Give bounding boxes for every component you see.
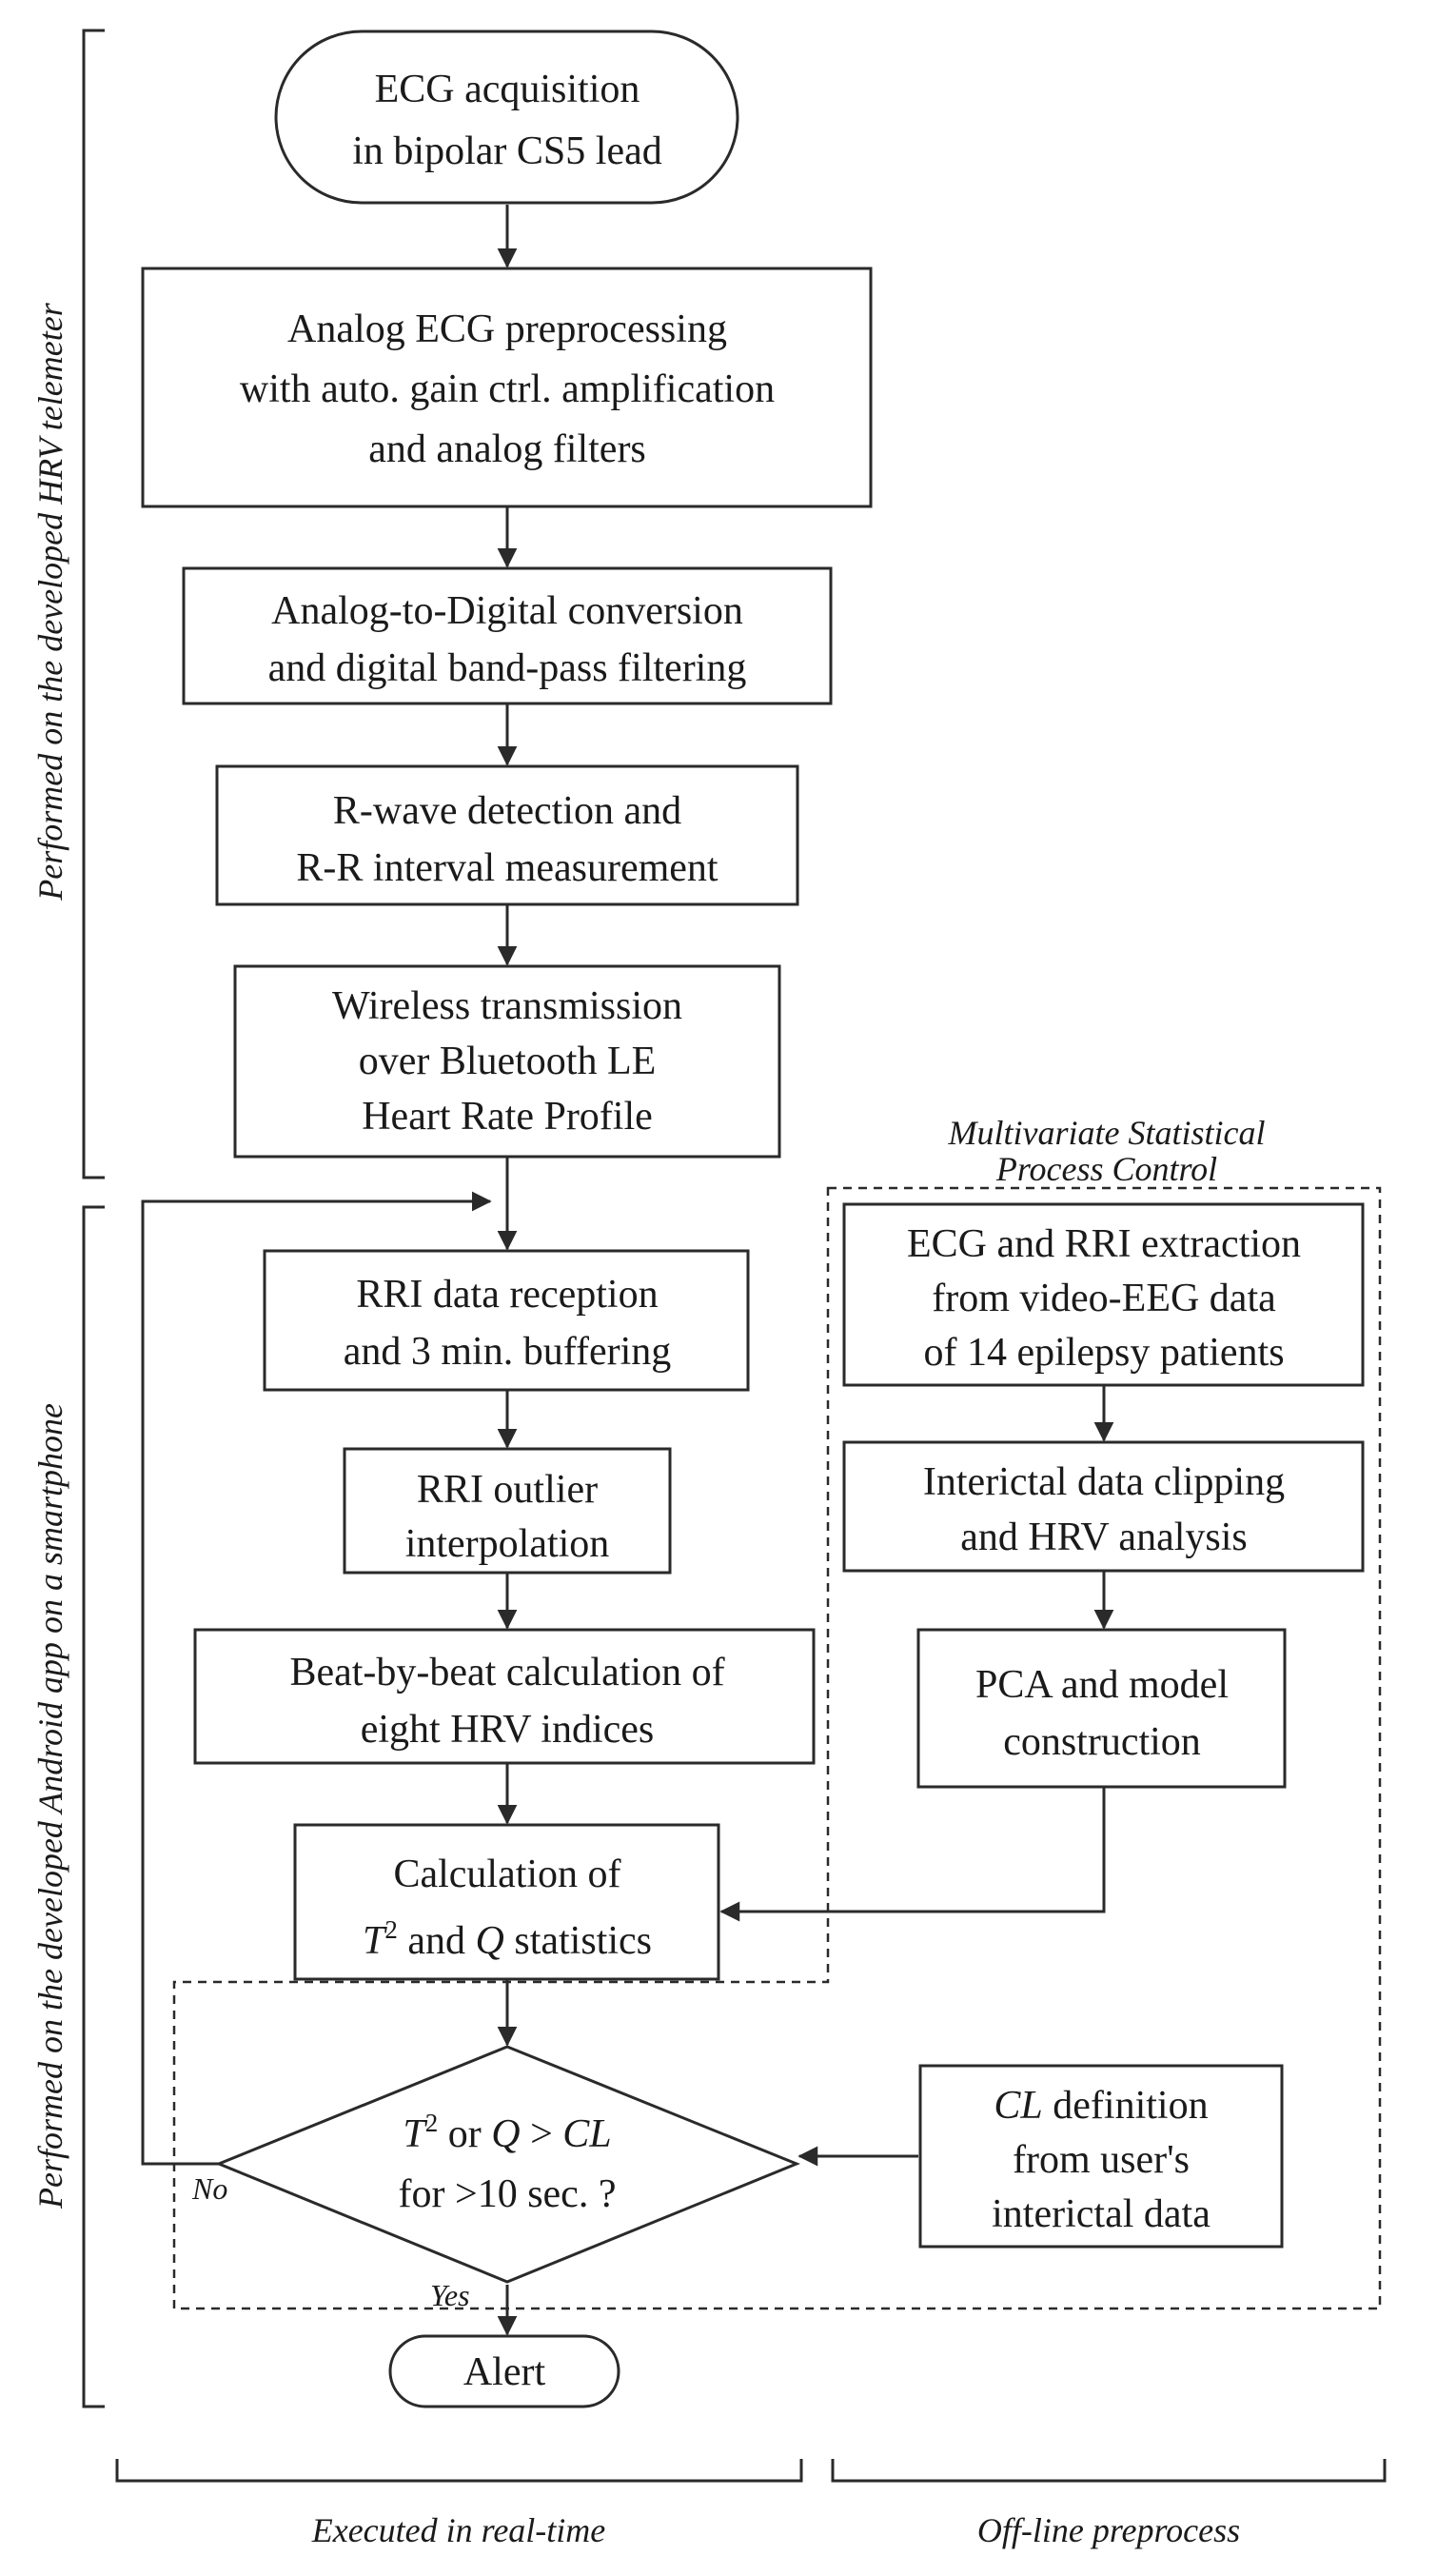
node-ecg-acquisition-line2: in bipolar CS5 lead bbox=[352, 129, 661, 173]
node-clipping-line2: and HRV analysis bbox=[960, 1516, 1248, 1559]
node-rri-reception-line2: and 3 min. buffering bbox=[344, 1330, 672, 1374]
bracket-real-time bbox=[115, 2459, 803, 2483]
node-analog-preprocessing-line3: and analog filters bbox=[368, 427, 646, 471]
node-clipping-line1: Interictal data clipping bbox=[923, 1460, 1285, 1504]
node-wireless-line3: Heart Rate Profile bbox=[362, 1095, 653, 1139]
mspc-label-line1: Multivariate Statistical bbox=[948, 1114, 1266, 1152]
node-rwave-detection: R-wave detection and R-R interval measur… bbox=[215, 764, 799, 906]
node-beat-calculation-line1: Beat-by-beat calculation of bbox=[289, 1651, 724, 1694]
decision-line1: T2 or Q > CL bbox=[403, 2109, 611, 2156]
label-yes: Yes bbox=[430, 2278, 470, 2312]
node-wireless-line1: Wireless transmission bbox=[332, 984, 682, 1028]
node-adc: Analog-to-Digital conversion and digital… bbox=[182, 566, 833, 705]
node-interictal-clipping: Interictal data clipping and HRV analysi… bbox=[842, 1440, 1365, 1573]
node-cl-line1: CL definition bbox=[994, 2084, 1208, 2128]
node-pca-model: PCA and model construction bbox=[916, 1628, 1287, 1789]
side-label-android-app: Performed on the developed Android app o… bbox=[31, 1403, 69, 2209]
bracket-offline bbox=[831, 2459, 1387, 2483]
node-rri-outlier: RRI outlier interpolation bbox=[343, 1447, 672, 1575]
node-rri-outlier-line2: interpolation bbox=[405, 1522, 610, 1566]
side-label-telemeter: Performed on the developed HRV telemeter bbox=[31, 302, 69, 901]
mspc-label-line2: Process Control bbox=[995, 1150, 1217, 1188]
node-pca-line1: PCA and model bbox=[975, 1663, 1229, 1707]
bracket-android-app bbox=[82, 1205, 105, 2408]
mspc-dashed-region bbox=[172, 1186, 1382, 2310]
node-ecg-rri-extraction: ECG and RRI extraction from video-EEG da… bbox=[842, 1202, 1365, 1387]
bottom-label-offline: Off-line preprocess bbox=[977, 2511, 1240, 2549]
node-rri-reception: RRI data reception and 3 min. buffering bbox=[263, 1249, 750, 1392]
node-extraction-line2: from video-EEG data bbox=[932, 1277, 1276, 1320]
node-beat-calculation-line2: eight HRV indices bbox=[361, 1708, 655, 1752]
node-alert: Alert bbox=[388, 2334, 620, 2408]
node-extraction-line3: of 14 epilepsy patients bbox=[923, 1331, 1284, 1375]
node-analog-preprocessing-line2: with auto. gain ctrl. amplification bbox=[240, 367, 775, 411]
node-rwave-detection-line1: R-wave detection and bbox=[333, 789, 681, 833]
node-pca-line2: construction bbox=[1003, 1720, 1201, 1764]
node-rri-outlier-line1: RRI outlier bbox=[417, 1468, 598, 1512]
label-no: No bbox=[191, 2171, 227, 2206]
node-rwave-detection-line2: R-R interval measurement bbox=[296, 846, 718, 890]
node-decision-diamond: T2 or Q > CL for >10 sec. ? bbox=[215, 2045, 800, 2284]
node-wireless-line2: over Bluetooth LE bbox=[359, 1040, 657, 1083]
bottom-label-real-time: Executed in real-time bbox=[311, 2511, 606, 2549]
node-cl-line2: from user's bbox=[1013, 2138, 1190, 2182]
node-analog-preprocessing: Analog ECG preprocessing with auto. gain… bbox=[141, 267, 873, 508]
node-alert-label: Alert bbox=[463, 2350, 546, 2394]
arrow-no-loop bbox=[141, 1191, 492, 2166]
node-ecg-acquisition: ECG acquisition in bipolar CS5 lead bbox=[274, 30, 739, 205]
node-statistics-line2: T2 and Q statistics bbox=[363, 1915, 652, 1963]
node-statistics-line1: Calculation of bbox=[393, 1853, 620, 1896]
bracket-telemeter bbox=[82, 29, 105, 1179]
node-adc-line2: and digital band-pass filtering bbox=[268, 646, 747, 690]
node-cl-definition: CL definition from user's interictal dat… bbox=[918, 2064, 1284, 2249]
node-adc-line1: Analog-to-Digital conversion bbox=[271, 589, 743, 633]
decision-line2: for >10 sec. ? bbox=[399, 2172, 617, 2216]
node-ecg-acquisition-line1: ECG acquisition bbox=[375, 68, 640, 111]
node-rri-reception-line1: RRI data reception bbox=[356, 1273, 658, 1317]
node-beat-calculation: Beat-by-beat calculation of eight HRV in… bbox=[193, 1628, 816, 1765]
node-extraction-line1: ECG and RRI extraction bbox=[907, 1222, 1301, 1266]
node-statistics-calculation: Calculation of T2 and Q statistics bbox=[293, 1823, 720, 1981]
node-cl-line3: interictal data bbox=[992, 2192, 1211, 2236]
arrow-pca-to-statcalc bbox=[719, 1787, 1106, 1922]
node-wireless-transmission: Wireless transmission over Bluetooth LE … bbox=[233, 964, 781, 1159]
node-analog-preprocessing-line1: Analog ECG preprocessing bbox=[287, 307, 727, 351]
